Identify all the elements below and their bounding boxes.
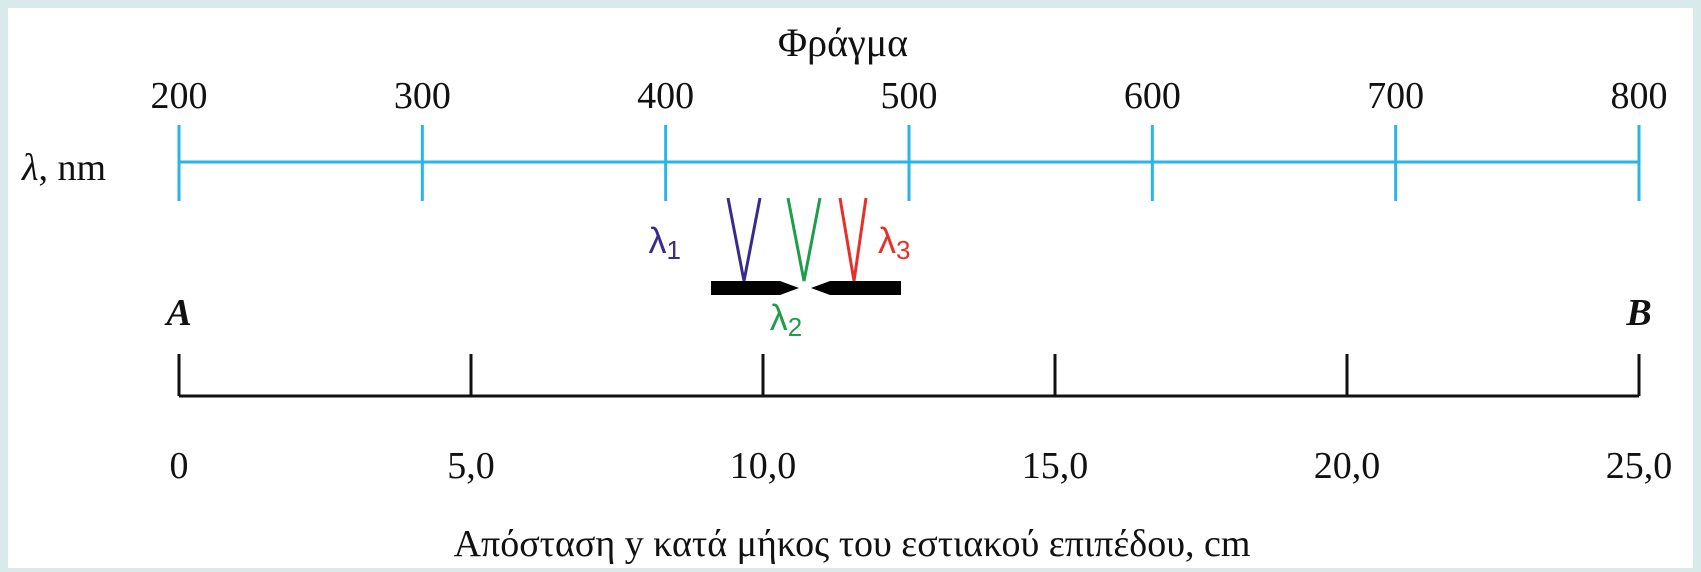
distance-tick-label: 5,0 [447, 445, 495, 487]
distance-tick-label: 25,0 [1606, 445, 1673, 487]
beam-lambda2 [786, 197, 822, 282]
beam-label-lambda1: λ1 [649, 220, 681, 265]
beam-lambda1 [726, 197, 762, 282]
beam-label-lambda3: λ3 [878, 220, 910, 265]
wavelength-tick-label: 200 [151, 75, 208, 117]
slit-left-jaw [711, 281, 799, 295]
point-a-label: A [164, 292, 191, 334]
slit-right-jaw [811, 281, 901, 295]
wavelength-tick-label: 800 [1611, 75, 1668, 117]
beam-label-lambda2: λ2 [770, 297, 802, 342]
point-b-label: B [1625, 292, 1651, 334]
diagram-title: Φράγμα [778, 20, 908, 65]
wavelength-axis-label: λ, nm [21, 147, 106, 189]
distance-tick-label: 15,0 [1022, 445, 1089, 487]
beams-group: λ1 λ2 λ3 [649, 197, 910, 342]
wavelength-axis: 200 300 400 500 600 700 800 [151, 75, 1668, 201]
lambda-symbol: λ [21, 147, 38, 189]
wavelength-tick-label: 700 [1367, 75, 1424, 117]
wavelength-unit: , nm [38, 147, 106, 189]
distance-tick-label: 10,0 [730, 445, 797, 487]
wavelength-tick-label: 400 [637, 75, 694, 117]
distance-axis-label: Απόσταση y κατά μήκος του εστιακού επιπέ… [454, 523, 1251, 565]
distance-axis: 0 5,0 10,0 15,0 20,0 25,0 [170, 354, 1673, 487]
wavelength-tick-label: 500 [881, 75, 938, 117]
distance-tick-label: 20,0 [1314, 445, 1381, 487]
wavelength-tick-label: 300 [394, 75, 451, 117]
beam-lambda3 [838, 197, 868, 282]
wavelength-tick-label: 600 [1124, 75, 1181, 117]
distance-tick-label: 0 [170, 445, 189, 487]
